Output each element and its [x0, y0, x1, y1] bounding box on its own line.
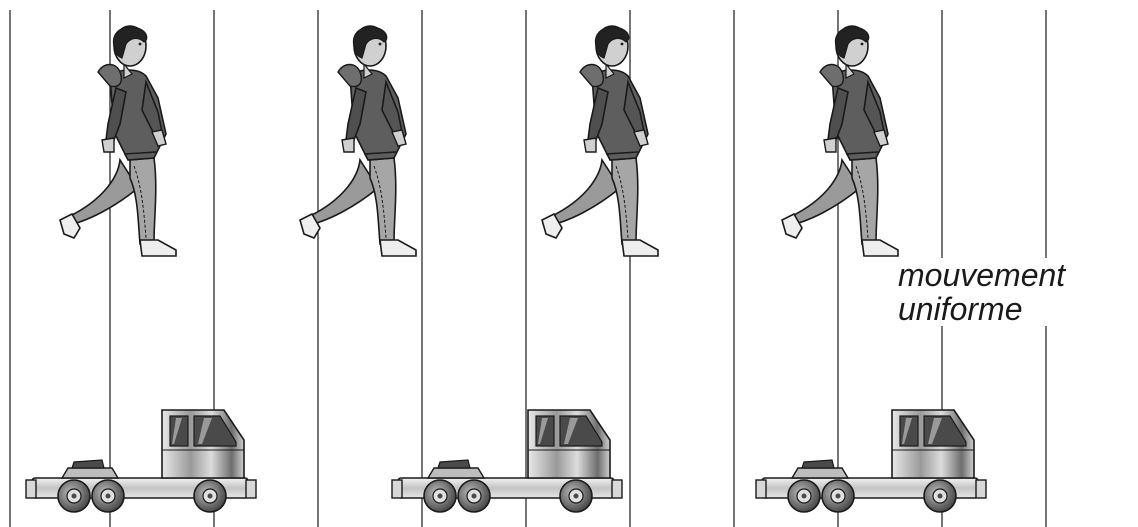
walker-figure-3	[542, 26, 658, 256]
truck-figure-1	[26, 410, 256, 512]
caption-line-1: mouvement	[898, 258, 1065, 292]
walker-figure-1	[60, 26, 176, 256]
truck-figure-2	[392, 410, 622, 512]
walker-figure-4	[782, 26, 898, 256]
motion-caption: mouvement uniforme	[898, 258, 1069, 326]
caption-line-2: uniforme	[898, 292, 1065, 326]
truck-figure-3	[756, 410, 986, 512]
